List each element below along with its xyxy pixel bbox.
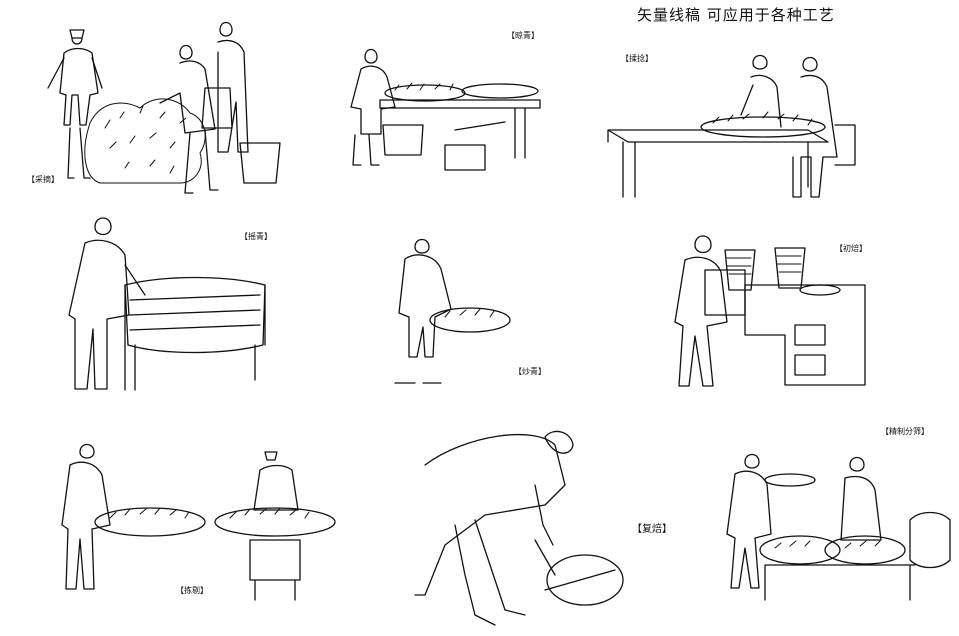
- scene-refining: [726, 453, 951, 601]
- scene-rebaking: [414, 430, 624, 626]
- scene-picking: [47, 21, 281, 194]
- label-pick: 【采摘】: [27, 175, 59, 184]
- label-rebake: 【复焙】: [632, 524, 672, 535]
- label-knead: 【揉捻】: [621, 54, 653, 63]
- label-sort: 【拣剔】: [176, 586, 208, 595]
- scene-withering: [350, 48, 541, 171]
- label-first-bake: 【初焙】: [835, 244, 867, 253]
- label-refine: 【精制分筛】: [881, 427, 929, 436]
- scene-kneading: [607, 54, 856, 198]
- label-wither: 【晾青】: [507, 31, 539, 40]
- label-shake: 【摇青】: [240, 232, 272, 241]
- scene-first-baking: [674, 235, 866, 387]
- scene-frying: [394, 238, 511, 384]
- sheet-title: 矢量线稿 可应用于各种工艺: [637, 6, 835, 24]
- scene-sorting: [61, 443, 336, 601]
- label-fry: 【炒青】: [514, 367, 546, 376]
- scene-shaking: [68, 217, 266, 391]
